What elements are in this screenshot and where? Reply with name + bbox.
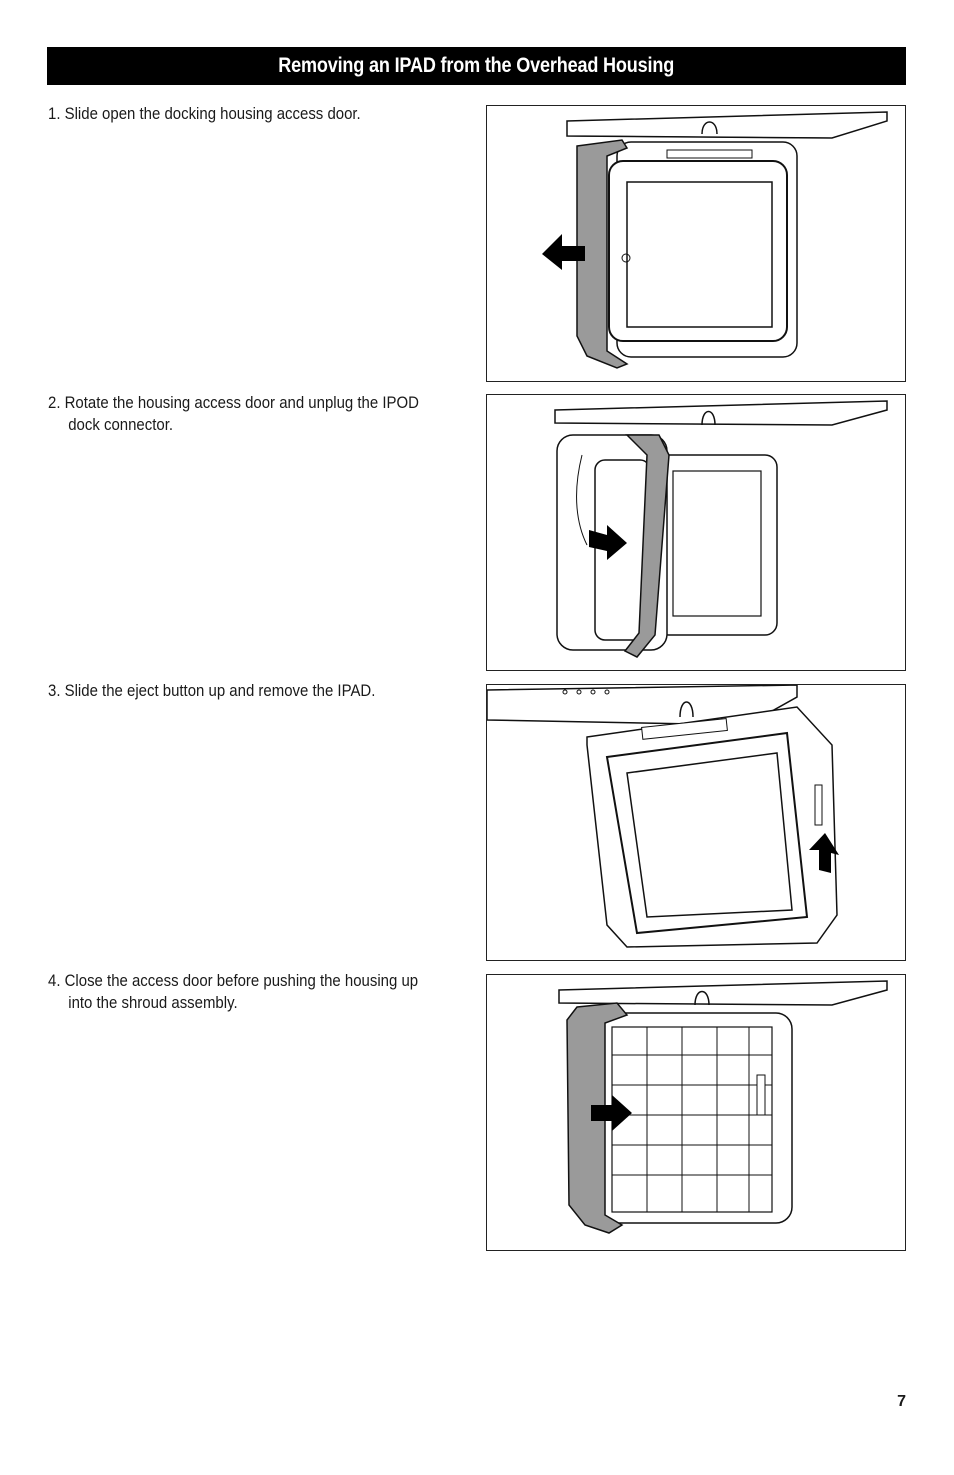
- page-number: 7: [897, 1393, 906, 1410]
- illustration-slide-door-open: [542, 111, 888, 369]
- figure-step-2: [486, 394, 906, 671]
- step-2-line-2: dock connector.: [68, 415, 174, 434]
- illustration-close-door: [558, 980, 888, 1234]
- figure-step-4: [486, 974, 906, 1251]
- arrow-up-icon: [809, 833, 839, 873]
- section-title: Removing an IPAD from the Overhead Housi…: [278, 54, 675, 77]
- figure-step-1: [486, 105, 906, 382]
- figure-step-3: [486, 684, 906, 961]
- step-2-text: 2. Rotate the housing access door and un…: [48, 392, 473, 436]
- arrow-right-icon: [591, 1095, 632, 1131]
- section-title-bar: Removing an IPAD from the Overhead Housi…: [47, 47, 906, 85]
- step-4-line-1: 4. Close the access door before pushing …: [48, 971, 419, 990]
- step-1-text: 1. Slide open the docking housing access…: [48, 103, 473, 125]
- illustration-eject-remove-ipad: [487, 685, 839, 948]
- step-3-text: 3. Slide the eject button up and remove …: [48, 680, 473, 702]
- arrow-rotate-icon: [589, 525, 627, 560]
- arrow-left-icon: [542, 234, 585, 270]
- illustration-rotate-door-unplug: [554, 400, 888, 658]
- step-3-line-1: 3. Slide the eject button up and remove …: [48, 681, 376, 700]
- step-1-line-1: 1. Slide open the docking housing access…: [48, 104, 361, 123]
- step-2-line-1: 2. Rotate the housing access door and un…: [48, 393, 419, 412]
- step-4-text: 4. Close the access door before pushing …: [48, 970, 473, 1014]
- step-4-line-2: into the shroud assembly.: [68, 993, 238, 1012]
